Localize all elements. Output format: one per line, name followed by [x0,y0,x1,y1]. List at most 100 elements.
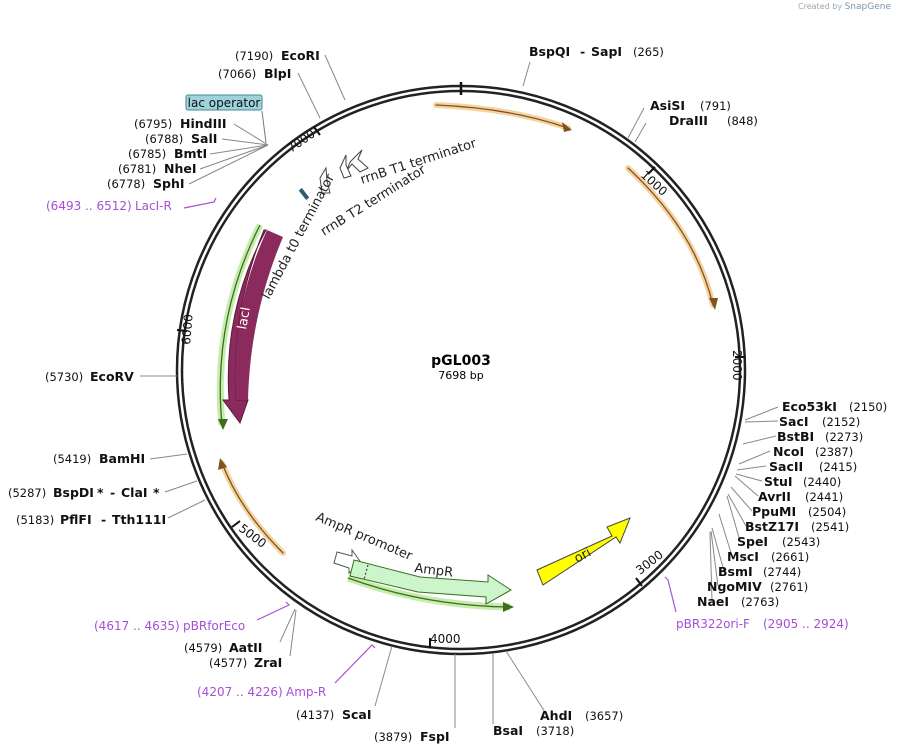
ori-label: ori [572,545,594,566]
leader-scai [374,645,393,707]
plasmid-name: pGL003 [431,353,491,369]
enzyme-ncoi-name: NcoI [773,444,804,459]
leader-bstz17i [727,493,747,527]
leader-zrai [289,609,297,657]
primer-leader-amp-r [334,644,376,684]
enzyme-msci-name: MscI [727,549,759,564]
leader-aatii [279,608,296,643]
enzyme-tth111i-dash: - [101,512,106,527]
enzyme-saci-name: SacI [779,414,809,429]
enzyme-zrai-name: ZraI [254,655,282,670]
orf-arrow-1-head [562,122,572,132]
leader-bspqi-sapi [522,61,531,87]
primer-leader-laci-r [183,197,217,209]
enzyme-spei-name: SpeI [737,534,768,549]
enzyme-ahdi-name: AhdI [540,708,572,723]
enzyme-ngomiv-pos: (2761) [770,580,808,594]
enzyme-stui-name: StuI [764,474,793,489]
enzyme-bamhi-name: BamHI [99,451,145,466]
lac-operator-label-box [185,94,263,111]
enzyme-ahdi-pos: (3657) [585,709,623,723]
enzyme-tth111i-name: Tth111I [112,512,166,527]
primer-amp-r-name: Amp-R [286,685,326,699]
enzyme-sacii-pos: (2415) [819,460,857,474]
primer-pbr322ori-f-range: (2905 .. 2924) [763,617,849,631]
leader-eco53ki [744,406,779,421]
enzyme-msci-pos: (2661) [771,550,809,564]
leader-naei [709,531,713,602]
enzyme-labels: BspQI - SapI (265) AsiSI (791) DraIII (8… [8,44,887,744]
leader-sphi [188,144,269,185]
enzyme-hindiii-pos: (6795) [134,117,172,131]
enzyme-ecorv-pos: (5730) [45,370,83,384]
enzyme-clai-name: ClaI [121,485,148,500]
enzyme-avrii-pos: (2441) [805,490,843,504]
orf-ampr-track-head [503,602,514,612]
orf-arrows [218,102,718,556]
leader-bmti [209,144,269,155]
leader-msci [718,513,733,557]
lac-operator-mark [298,188,310,200]
leader-bamhi [149,453,188,460]
enzyme-ecori-name: EcoRI [281,48,320,63]
snapgene-credit: Created by SnapGene [798,2,891,12]
enzyme-bstbi-name: BstBI [777,429,814,444]
orf-arrow-2-head [709,298,718,310]
leader-ngomiv [710,530,719,587]
enzyme-eco53ki-name: Eco53kI [782,399,837,414]
primer-amp-r-range: (4207 .. 4226) [197,685,283,699]
primer-labels: pBR322ori-F (2905 .. 2924) (4207 .. 4226… [46,199,849,699]
enzyme-hindiii-name: HindIII [180,116,227,131]
enzyme-fspi-name: FspI [420,729,450,744]
leader-nhei [199,144,269,170]
lac-operator-leader [261,110,267,144]
enzyme-bspqi-name: BspQI [529,44,570,59]
primer-leader-pbrforeco [256,601,291,621]
enzyme-naei-pos: (2763) [741,595,779,609]
enzyme-ppumi-name: PpuMI [752,504,796,519]
enzyme-draiii-pos: (848) [727,114,758,128]
primer-leader-pbr322ori-f [664,576,677,613]
enzyme-sphi-pos: (6778) [107,177,145,191]
enzyme-naei-name: NaeI [697,594,729,609]
ampr-label: AmpR [414,561,454,581]
enzyme-sphi-name: SphI [153,176,185,191]
enzyme-nhei-pos: (6781) [118,162,156,176]
enzyme-ncoi-pos: (2387) [815,445,853,459]
enzyme-fspi-pos: (3879) [374,730,412,744]
enzyme-asisi-name: AsiSI [650,98,685,113]
enzyme-scai-pos: (4137) [296,708,334,722]
leader-avrii [734,475,759,497]
enzyme-spei-pos: (2543) [782,535,820,549]
leader-pflfi [167,499,206,519]
enzyme-blpi-pos: (7066) [218,67,256,81]
enzyme-avrii-name: AvrII [758,489,791,504]
enzyme-bmti-pos: (6785) [128,147,166,161]
leader-ncoi [738,450,771,465]
leader-bsmi [711,527,725,572]
orf-laci-track-head [218,419,228,430]
enzyme-bspqi-pos: (265) [633,45,664,59]
lambda-t0-terminator-arrow [319,166,331,194]
enzyme-bmti-name: BmtI [174,146,207,161]
leader-ahdi [505,650,546,713]
enzyme-sali-name: SalI [191,131,217,146]
leader-draiii [634,122,647,143]
laci-feature [222,229,267,425]
enzyme-bamhi-pos: (5419) [53,452,91,466]
rrnb-t2-terminator-arrow [339,154,352,179]
lac-operator-label: lac operator [188,96,261,110]
enzyme-scai-name: ScaI [342,707,372,722]
laci-label: lacI [235,306,254,331]
leader-ppumi [730,486,753,512]
enzyme-pflfi-name: PflFI [60,512,92,527]
ampr-dashed-line [363,564,369,581]
enzyme-sacii-name: SacII [769,459,803,474]
enzyme-sapi-dash: - [580,44,585,59]
orf-arrow-1 [433,102,571,131]
credit-brand: SnapGene [844,2,891,12]
primer-pbrforeco-name: pBRforEco [183,619,245,633]
primer-laci-r-range: (6493 .. 6512) [46,199,132,213]
enzyme-bsmi-pos: (2744) [763,565,801,579]
enzyme-zrai-pos: (4577) [209,656,247,670]
